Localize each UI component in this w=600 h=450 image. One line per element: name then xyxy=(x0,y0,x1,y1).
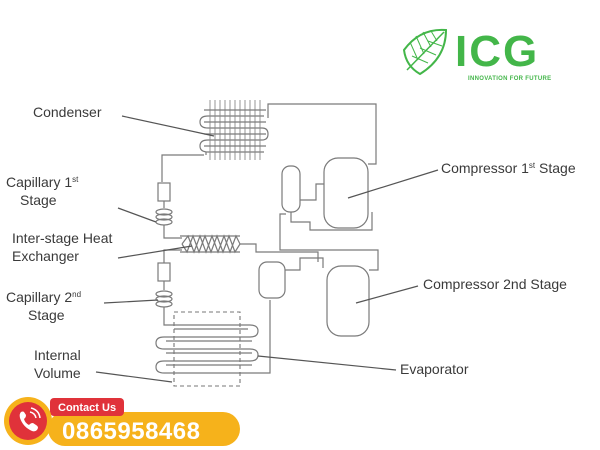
leader-evaporator xyxy=(257,355,397,371)
label-compressor-2: Compressor 2nd Stage xyxy=(423,276,567,292)
label-interstage-2: Exchanger xyxy=(12,248,79,264)
phone-number[interactable]: 0865958468 xyxy=(62,418,200,445)
leader-compressor-1 xyxy=(347,169,439,199)
filter-drier-1 xyxy=(157,182,171,202)
piping xyxy=(155,100,379,387)
leader-capillary-2 xyxy=(103,299,159,304)
brand-logo[interactable]: ICG INNOVATION FOR FUTURE xyxy=(402,27,551,82)
phone-icon-inner xyxy=(9,402,47,440)
compressor-1 xyxy=(323,157,369,229)
brand-tagline: INNOVATION FOR FUTURE xyxy=(468,76,551,82)
label-capillary-1: Capillary 1st xyxy=(6,174,79,190)
phone-pill xyxy=(48,412,240,446)
capillary-1-coil xyxy=(155,208,173,226)
leader-lines xyxy=(95,115,439,383)
leaf-icon xyxy=(402,28,448,76)
label-capillary-2-stage: Stage xyxy=(28,307,65,323)
contact-label: Contact Us xyxy=(58,402,116,414)
label-compressor-1: Compressor 1st Stage xyxy=(441,160,576,176)
leader-compressor-2 xyxy=(355,285,419,304)
capillary-2-coil xyxy=(155,290,173,308)
leader-capillary-1 xyxy=(117,207,157,223)
filter-drier-2 xyxy=(157,262,171,282)
accumulator-2 xyxy=(258,261,286,299)
contact-label-badge xyxy=(50,398,124,416)
label-capillary-2: Capillary 2nd xyxy=(6,289,81,305)
phone-icon xyxy=(19,407,41,432)
condenser-coil xyxy=(199,100,269,160)
label-evaporator: Evaporator xyxy=(400,361,469,377)
label-internal-2: Volume xyxy=(34,365,81,381)
leader-internal-volume xyxy=(95,371,173,383)
evaporator-coil xyxy=(155,324,259,374)
interstage-heat-exchanger xyxy=(180,234,241,254)
brand-name: ICG xyxy=(455,27,539,76)
compressor-2 xyxy=(290,249,379,337)
label-interstage-1: Inter-stage Heat xyxy=(12,230,112,246)
leader-interstage xyxy=(117,245,193,259)
label-condenser: Condenser xyxy=(33,104,102,120)
label-capillary-1-stage: Stage xyxy=(20,192,57,208)
labels: Condenser Capillary 1st Stage Inter-stag… xyxy=(6,104,576,381)
contact-badge[interactable]: Contact Us 0865958468 xyxy=(4,397,240,446)
label-internal-1: Internal xyxy=(34,347,81,363)
accumulator-1 xyxy=(281,165,301,213)
leader-condenser xyxy=(121,115,215,137)
